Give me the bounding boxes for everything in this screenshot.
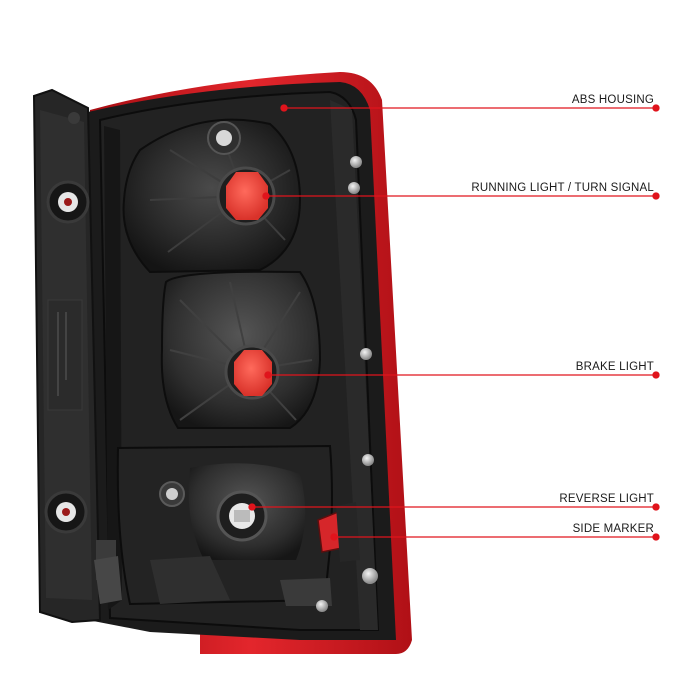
brake-bowl [160, 270, 322, 429]
callout-line-abs-housing [280, 104, 660, 112]
callout-line-reverse [248, 503, 660, 511]
callout-line-running-turn [262, 192, 660, 200]
callout-label-running-turn: RUNNING LIGHT / TURN SIGNAL [471, 182, 654, 194]
mounting-bracket [32, 88, 122, 624]
housing-screws [316, 156, 378, 612]
callout-label-abs-housing: ABS HOUSING [571, 94, 654, 106]
brake-socket [224, 344, 280, 400]
upper-mounting-stud [46, 180, 90, 224]
callout-label-reverse: REVERSE LIGHT [559, 493, 654, 505]
reverse-bowl [116, 444, 333, 606]
callout-label-brake: BRAKE LIGHT [575, 361, 654, 373]
callout-line-brake [264, 371, 660, 379]
reverse-socket [216, 490, 268, 542]
callout-label-side-marker: SIDE MARKER [572, 523, 654, 535]
callout-lines [248, 104, 660, 541]
running-turn-bowl [122, 118, 302, 274]
callout-line-side-marker [330, 533, 660, 541]
running-turn-socket [216, 166, 276, 226]
side-marker-lens [317, 502, 360, 562]
lower-mounting-stud [44, 490, 88, 534]
